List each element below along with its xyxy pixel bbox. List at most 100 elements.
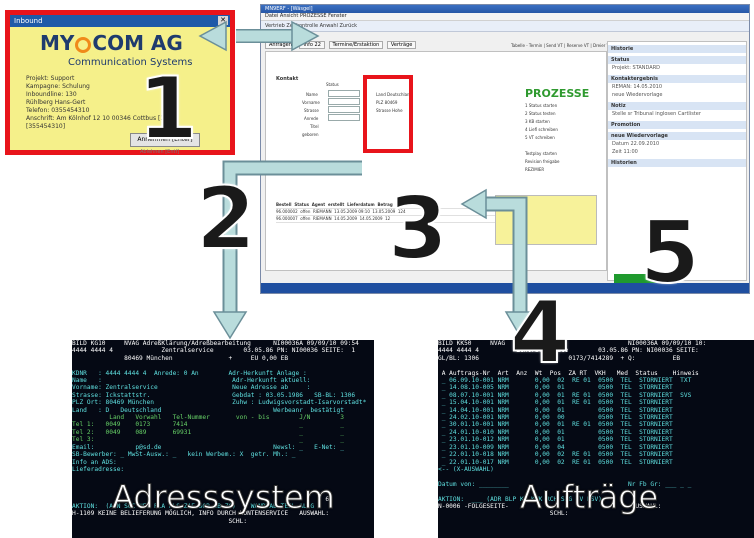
field-label-anrede: Anrede [304, 116, 319, 121]
crm-toolbar[interactable]: Vertrieb Zeitkontrolle Anwahl Zurück [261, 21, 749, 32]
tab-termine[interactable]: Termine/Erstaktion [328, 41, 384, 49]
close-icon[interactable]: ✕ [218, 16, 228, 25]
terminal-line: _ 08.07.10-001 NRM 0,00 01 RE 01 0500 TE… [438, 391, 692, 399]
plz-label: PLZ 80469 [376, 100, 398, 105]
terminal-line: N-0006 -FOLGESEITE- AUSWAHL: [438, 502, 662, 510]
terminal-line: <-- (X-AUSWAHL) [438, 465, 494, 473]
side-section: Promotion [608, 121, 746, 129]
anrede-field[interactable] [328, 114, 360, 121]
top-buttons[interactable]: Tabelle - Termin | Send VT | Reserve VT … [511, 43, 612, 48]
popup-titlebar: Inbound ✕ [10, 15, 230, 27]
field-label-status: Status [326, 82, 339, 87]
side-section: Historien [608, 159, 746, 167]
side-section: Kontaktergebnis [608, 75, 746, 83]
terminal-line: Info an ADS: [72, 458, 117, 466]
notes-box [495, 195, 597, 245]
revision-button[interactable]: Revision freigabe [525, 159, 560, 164]
history-sidebar: Historie Status Projekt: STANDARD Kontak… [607, 41, 747, 284]
crm-titlebar: MN9ERF - [Wäsgel] [261, 5, 749, 13]
crm-menubar[interactable]: Datei Ansicht PROZESSE Fenster [261, 13, 749, 21]
strasse-field[interactable] [328, 106, 360, 113]
side-line[interactable]: Datum 22.09.2010 [612, 141, 660, 147]
terminal-line: BILD KK50 NVAG Auftrage NI00036A 09/09/1… [438, 340, 707, 347]
terminal-line: PLZ Ort: 80469 München Zuhw : Ludwigsvor… [72, 399, 367, 407]
terminal-line: 4444 4444 4 Zentralservice 03.05.86 PN: … [438, 347, 699, 355]
step-number-2: 2 [195, 169, 257, 269]
call-info-line: Rühlberg Hans-Gert [26, 99, 86, 106]
step-number-3: 3 [387, 179, 449, 279]
terminal-line [438, 362, 754, 369]
terminal-line: H-1109 KEINE BELIEFERUNG MÖGLICH, INFO D… [72, 510, 330, 518]
accept-button[interactable]: Annehmen [Enter] [130, 133, 200, 147]
terminal-line: _ 24.02.10-001 NRM 0,00 00 0500 TEL STOR… [438, 414, 673, 422]
terminal-line: Strasse: Ickstattstr. Gebdat : 03.05.198… [72, 391, 356, 399]
terminal-line: _ 14.04.10-001 NRM 0,00 01 0500 TEL STOR… [438, 406, 673, 414]
kontakt-label: Kontakt [276, 76, 299, 82]
side-line[interactable]: Zeit 11:00 [612, 149, 638, 155]
side-line[interactable]: neue Wiedervorlage [612, 92, 663, 98]
call-info: Projekt: Support Kampagne: Schulung Inbo… [26, 75, 166, 131]
rezimier-button[interactable]: REZIMIER [525, 167, 545, 172]
tab-info[interactable]: Info 22 [299, 41, 325, 49]
terminal-line: _ 23.01.10-009 NRM 0,00 04 0500 TEL STOR… [438, 443, 673, 451]
terminal-line: _ 15.04.10-001 NRM 0,00 01 RE 01 0500 TE… [438, 399, 673, 407]
step-number-5: 5 [639, 203, 701, 303]
terminal-line: Email: p@sd.de Newsl: _ E-Net: _ [72, 443, 344, 451]
terminal-line: _ 23.01.10-012 NRM 0,00 01 0500 TEL STOR… [438, 436, 673, 444]
terminal-line: GL/BL: 1306 0173/7414289 + Q: EB [438, 354, 681, 362]
call-info-line: Telefon: 0355454310 [26, 107, 90, 114]
testplay-button[interactable]: Testplay starten [525, 151, 557, 156]
orders-terminal: BILD KK50 NVAG Auftrage NI00036A 09/09/1… [438, 340, 754, 538]
terminal-line: A Auftrags-Nr Art Anz Wt Pos ZA RT VKH M… [438, 369, 699, 377]
side-section[interactable]: Historie [608, 45, 746, 53]
terminal-line: _ 22.01.10-017 NRM 0,00 02 RE 01 0500 TE… [438, 458, 673, 466]
prozess-item[interactable]: 4 Liefl schreiben [525, 127, 558, 132]
terminal-line: SCHL: [72, 517, 248, 525]
terminal-line: Land : D Deutschland Werbeanr bestätigt [72, 406, 344, 414]
terminal-line: Tel 1: 0049 0173 7414 _ _ [72, 421, 344, 429]
field-label-titel: Titel [310, 124, 319, 129]
terminal-line: _ 30.01.10-001 NRM 0,00 01 RE 01 0500 TE… [438, 421, 673, 429]
table-row[interactable]: 96.000007 offen RIEMANN 14.05.2009 14.05… [276, 216, 496, 223]
orders-table: Bestell Status Agent erstellt Lieferdatu… [276, 202, 496, 223]
prozess-item[interactable]: 3 KB starten [525, 119, 550, 124]
terminal-line: Tel 2: 0049 089 69931 _ _ [72, 428, 344, 436]
side-line: REMAN: 14.05.2010 [612, 84, 663, 90]
terminal-line: Land Vorwahl Tel-Nummer von - bis J/N 3 [72, 414, 344, 422]
terminal-line: 4444 4444 4 Zentralservice 03.05.86 PN: … [72, 347, 356, 355]
step-number-4: 4 [509, 283, 571, 383]
arrow-2-head [212, 311, 248, 340]
name-field[interactable] [328, 90, 360, 97]
terminal-line: Lieferadresse: [72, 465, 125, 473]
popup-title: Inbound [14, 17, 43, 25]
call-info-line: Kampagne: Schulung [26, 83, 90, 90]
side-section: neue Wiedervorlage [608, 132, 746, 140]
logo-ring-icon [75, 37, 92, 53]
field-label-name: Name [306, 92, 318, 97]
crm-tabs: Anfragen Info 22 Termine/Erstaktion Vert… [265, 41, 418, 49]
terminal-line: Datum von: ________ Nr Fb Gr: ___ _ _ [438, 480, 692, 488]
terminal-line: SB-Bewerber: _ MwSt-Ausw.: _ kein Werbem… [72, 451, 296, 459]
prozesse-heading: PROZESSE [525, 87, 590, 100]
tab-vertraege[interactable]: Verträge [386, 41, 417, 49]
terminal-line: AKTION: (AEN SOC NEU PLA PLS ZAE SOB SB … [72, 502, 315, 510]
field-label-strasse: Strasse [304, 108, 319, 113]
prozess-item[interactable]: 2 Status testen [525, 111, 556, 116]
terminal-line: _ 22.01.10-018 NRM 0,00 02 RE 01 0500 TE… [438, 451, 673, 459]
field-label-geboren: geboren [302, 132, 319, 137]
prozess-item[interactable]: 1 Status starten [525, 103, 558, 108]
reject-link[interactable]: Ablehnen [Entf] [140, 149, 180, 155]
field-label-vorname: Vorname [302, 100, 320, 105]
terminal-line: 80469 München + EU 0,00 EB [72, 354, 289, 362]
tab-anfragen[interactable]: Anfragen [265, 41, 296, 49]
prozess-item[interactable]: 5 VT schreiben [525, 135, 555, 140]
terminal-line: SCHL: [438, 510, 569, 518]
caption-auftraege: Aufträge [519, 478, 659, 517]
terminal-line: BILD KG10 NVAG AdreßKlärung/Adreßbearbei… [72, 340, 359, 347]
strasse2-label: Strasse Hohe [376, 108, 403, 113]
vorname-field[interactable] [328, 98, 360, 105]
call-info-line: Projekt: Support [26, 75, 75, 82]
terminal-line: _ 14.08.10-005 NRM 0,00 01 0500 TEL STOR… [438, 384, 673, 392]
table-row[interactable]: 96.000002 offen RIEMANN 13.05.2009 09:10… [276, 209, 496, 216]
terminal-line: KDNR : 4444 4444 4 Anrede: 0 An Adr-Herk… [72, 369, 307, 377]
